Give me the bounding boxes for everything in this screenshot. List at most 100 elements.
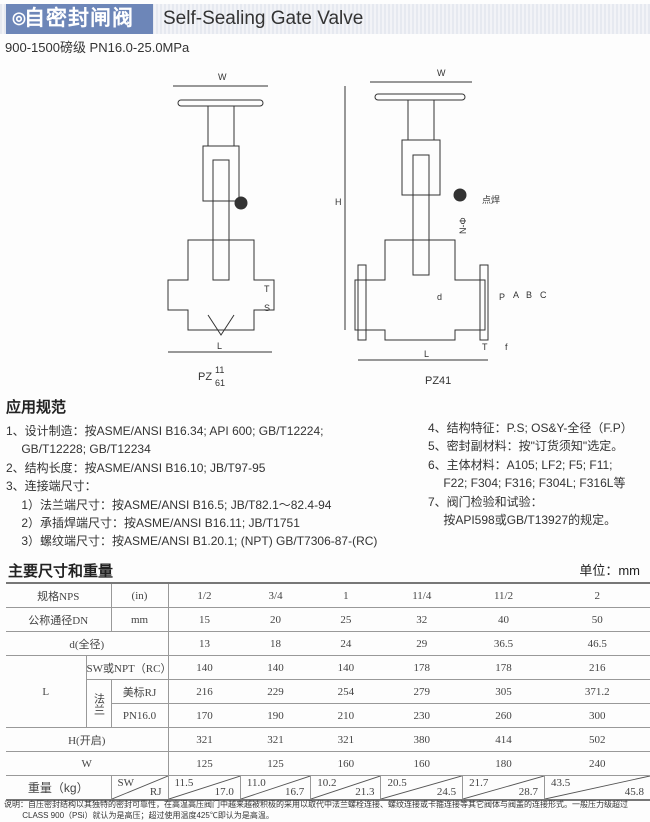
text-line: H: [335, 197, 342, 207]
weight-rj: 24.5: [436, 786, 457, 798]
table-cell: 40: [462, 607, 545, 632]
specs-left: 1、设计制造：按ASME/ANSI B16.34; API 600; GB/T1…: [6, 422, 377, 551]
text-line: F22; F304; F316; F304L; F316L等: [428, 476, 626, 491]
specs-title: 应用规范: [6, 399, 67, 416]
table-cell: 1: [310, 583, 381, 608]
table-cell: W: [6, 751, 168, 776]
text-line: 3）螺纹端尺寸：按ASME/ANSI B1.20.1; (NPT) GB/T73…: [6, 534, 378, 549]
text-line: L: [217, 341, 222, 351]
weight-sw: 11.5: [174, 777, 194, 789]
table-cell: 300: [544, 703, 650, 728]
table-cell: 13: [167, 631, 241, 656]
dim-w: W: [218, 72, 227, 82]
table-cell: SW或NPT（RC）: [85, 655, 171, 680]
text-line: B: [526, 290, 532, 300]
text-line: 2、结构长度：按ASME/ANSI B16.10; JB/T97-95: [6, 460, 266, 475]
text-line: L: [424, 349, 429, 359]
table-cell: 重量（kg）: [6, 775, 111, 801]
text-line: 点焊: [482, 194, 500, 205]
text-line: CLASS 900（PSi）就认为是高压；超过使用温度425℃即认为是高温。: [4, 811, 274, 820]
title-cn-badge: ◎自密封闸阀: [6, 4, 153, 34]
weight-sw: 10.2: [317, 777, 337, 789]
table-cell: (in): [110, 583, 168, 608]
table-cell: 15: [167, 607, 241, 632]
table-cell: 178: [380, 655, 463, 680]
text-line: T: [264, 284, 270, 294]
table-cell: 公称通径DN: [6, 607, 111, 632]
table-cell: 125: [240, 751, 311, 776]
table-cell: 210: [310, 703, 381, 728]
table-title: 主要尺寸和重量: [8, 563, 114, 580]
table-cell: 321: [310, 727, 381, 752]
weight-sw: 20.5: [387, 777, 407, 789]
table-cell: 140: [310, 655, 381, 680]
table-cell: PN16.0: [110, 703, 168, 728]
table-cell: 216: [167, 679, 241, 704]
weight-rj: 28.7: [518, 786, 539, 798]
ring-icon: ◎: [12, 10, 27, 27]
title-cn: 自密封闸阀: [24, 7, 134, 30]
weight-sw: 43.5: [551, 777, 571, 789]
table-cell: 125: [167, 751, 241, 776]
specs-right: 4、结构特征：P.S; OS&Y-全径（F.P）5、密封副材料：按"订货须知"选…: [428, 419, 633, 529]
table-cell: 279: [380, 679, 463, 704]
text-line: W: [437, 68, 446, 78]
table-cell: 502: [544, 727, 650, 752]
table-cell: 229: [240, 679, 311, 704]
table-cell: 380: [380, 727, 463, 752]
text-line: f: [505, 342, 508, 352]
weight-rj: 17.0: [214, 786, 234, 798]
table-cell: 260: [462, 703, 545, 728]
table-cell: 170: [167, 703, 241, 728]
table-cell: 254: [310, 679, 381, 704]
text-line: S: [264, 303, 270, 313]
text-line: 1、设计制造：按ASME/ANSI B16.34; API 600; GB/T1…: [6, 424, 324, 438]
table-cell: 50: [544, 607, 650, 632]
text-line: 3、连接端尺寸：: [6, 479, 97, 494]
table-cell: H(开启): [6, 727, 168, 752]
weight-sw: 11.0: [246, 777, 266, 789]
table-cell: 190: [240, 703, 311, 728]
table-cell: 25: [310, 607, 381, 632]
table-cell: 11/2: [462, 583, 545, 608]
text-line: T: [482, 342, 488, 352]
note-text: 说明：自压密封结构以其独特的密封可靠性，在高温高压阀门中越来越被积极的采用以取代…: [4, 799, 628, 821]
title-en: Self-Sealing Gate Valve: [163, 8, 364, 29]
table-cell: 2: [544, 583, 650, 608]
table-cell: 24: [310, 631, 381, 656]
table-cell: 46.5: [544, 631, 650, 656]
valve-drawings: W T S L PZ 11 61 W H 点焊 N-Φ P: [167, 68, 547, 388]
drawing-pz41-flanged: W H 点焊 N-Φ P A B C d L T f PZ41: [335, 68, 547, 387]
table-cell: d(全径): [6, 631, 168, 656]
table-cell: mm: [110, 607, 168, 632]
table-cell: 414: [462, 727, 545, 752]
text-line: 1）法兰端尺寸：按ASME/ANSI B16.5; JB/T82.1～82.4-…: [6, 497, 332, 512]
drawing-pz-welded: W T S L PZ 11 61: [167, 72, 275, 388]
table-cell: 240: [544, 751, 650, 776]
text-line: 4、结构特征：P.S; OS&Y-全径（F.P）: [428, 421, 633, 435]
table-cell: 11/4: [380, 583, 463, 608]
weight-cell: 20.5 24.5: [380, 775, 463, 801]
table-cell: L: [6, 655, 86, 728]
table-cell: 140: [240, 655, 311, 680]
table-cell: 160: [380, 751, 463, 776]
table-cell: 29: [380, 631, 463, 656]
table-cell: 美标RJ: [110, 679, 168, 704]
text-line: 6、主体材料：A105; LF2; F5; F11;: [428, 457, 613, 472]
table-cell: 160: [310, 751, 381, 776]
table-cell: 法兰: [85, 679, 111, 728]
table-cell: 305: [462, 679, 545, 704]
text-line: 11: [215, 365, 224, 375]
